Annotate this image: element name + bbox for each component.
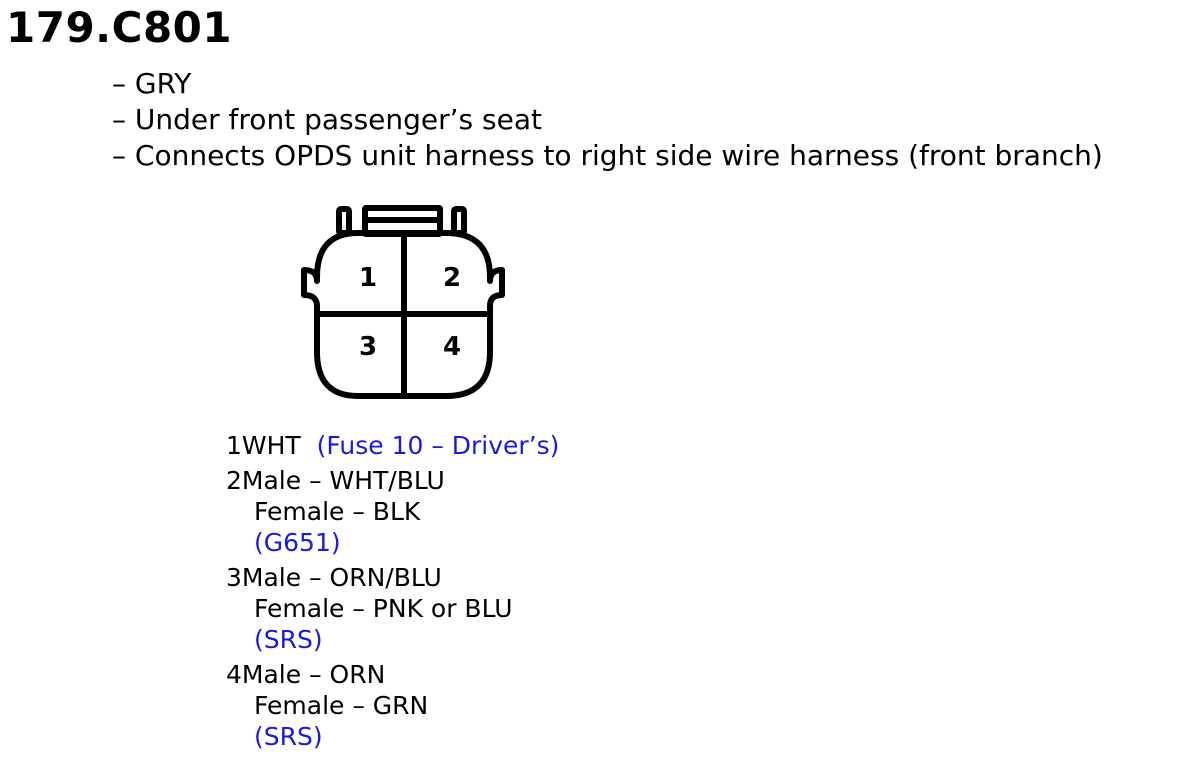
- pin-3-row: 3Male – ORN/BLU: [226, 562, 559, 593]
- pin-2-male-wire: Male – WHT/BLU: [241, 466, 445, 495]
- pin-3-female-row: Female – PNK or BLU: [254, 594, 513, 623]
- cavity-2-label: 2: [443, 263, 461, 293]
- pin-2-number: 2: [226, 466, 242, 495]
- description-location: – Under front passenger’s seat: [112, 103, 542, 136]
- pin-4-number: 4: [226, 660, 242, 689]
- pin-4-reference: (SRS): [254, 722, 323, 751]
- cavity-1-label: 1: [359, 263, 377, 293]
- pin-3-male-wire: Male – ORN/BLU: [241, 563, 442, 592]
- pin-1-reference: (Fuse 10 – Driver’s): [316, 431, 560, 460]
- lock-tab-right: [451, 206, 467, 236]
- cavity-3-label: 3: [359, 332, 377, 362]
- pin-2-female-row: Female – BLK: [254, 497, 421, 526]
- lock-tab-left: [336, 206, 352, 236]
- pin-2-reference: (G651): [254, 528, 341, 557]
- pin-1-row: 1WHT (Fuse 10 – Driver’s): [226, 430, 559, 461]
- pin-2-row: 2Male – WHT/BLU: [226, 465, 559, 496]
- connector-title: 179.C801: [6, 3, 233, 52]
- pin-3-reference: (SRS): [254, 625, 323, 654]
- cavity-4-label: 4: [443, 332, 461, 362]
- pin-4-male-wire: Male – ORN: [241, 660, 386, 689]
- pin-4-row: 4Male – ORN: [226, 659, 559, 690]
- description-function: – Connects OPDS unit harness to right si…: [112, 139, 1103, 172]
- connector-body-outline: [301, 230, 505, 399]
- pin-3-number: 3: [226, 563, 242, 592]
- pin-1-wire-color: WHT: [241, 431, 301, 460]
- connector-description: – GRY – Under front passenger’s seat – C…: [112, 66, 1103, 174]
- description-color: – GRY: [112, 67, 192, 100]
- pin-1-number: 1: [226, 431, 242, 460]
- pin-list: 1WHT (Fuse 10 – Driver’s) 2Male – WHT/BL…: [226, 430, 559, 752]
- connector-face-diagram: 1 2 3 4: [301, 205, 505, 399]
- pin-4-female-row: Female – GRN: [254, 691, 429, 720]
